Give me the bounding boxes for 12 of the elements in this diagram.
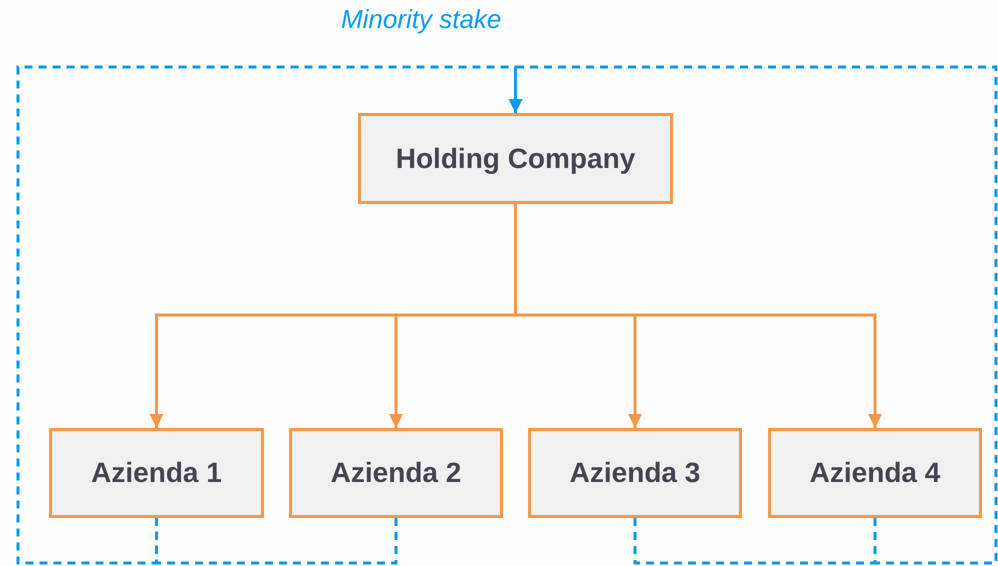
company-name: Azienda 2 (330, 457, 462, 489)
company-name: Azienda 3 (570, 457, 700, 489)
company-box (768, 428, 982, 518)
dashed-arrow (508, 66, 998, 564)
company-box (358, 113, 673, 204)
company-name: Azienda 1 (91, 457, 222, 489)
company-box (528, 428, 742, 518)
company-box (289, 428, 503, 518)
company-box (49, 428, 264, 518)
annotation-label: Minority stake (341, 4, 502, 35)
company-name: Holding Company (396, 142, 636, 174)
company-name: Azienda 4 (810, 457, 940, 489)
